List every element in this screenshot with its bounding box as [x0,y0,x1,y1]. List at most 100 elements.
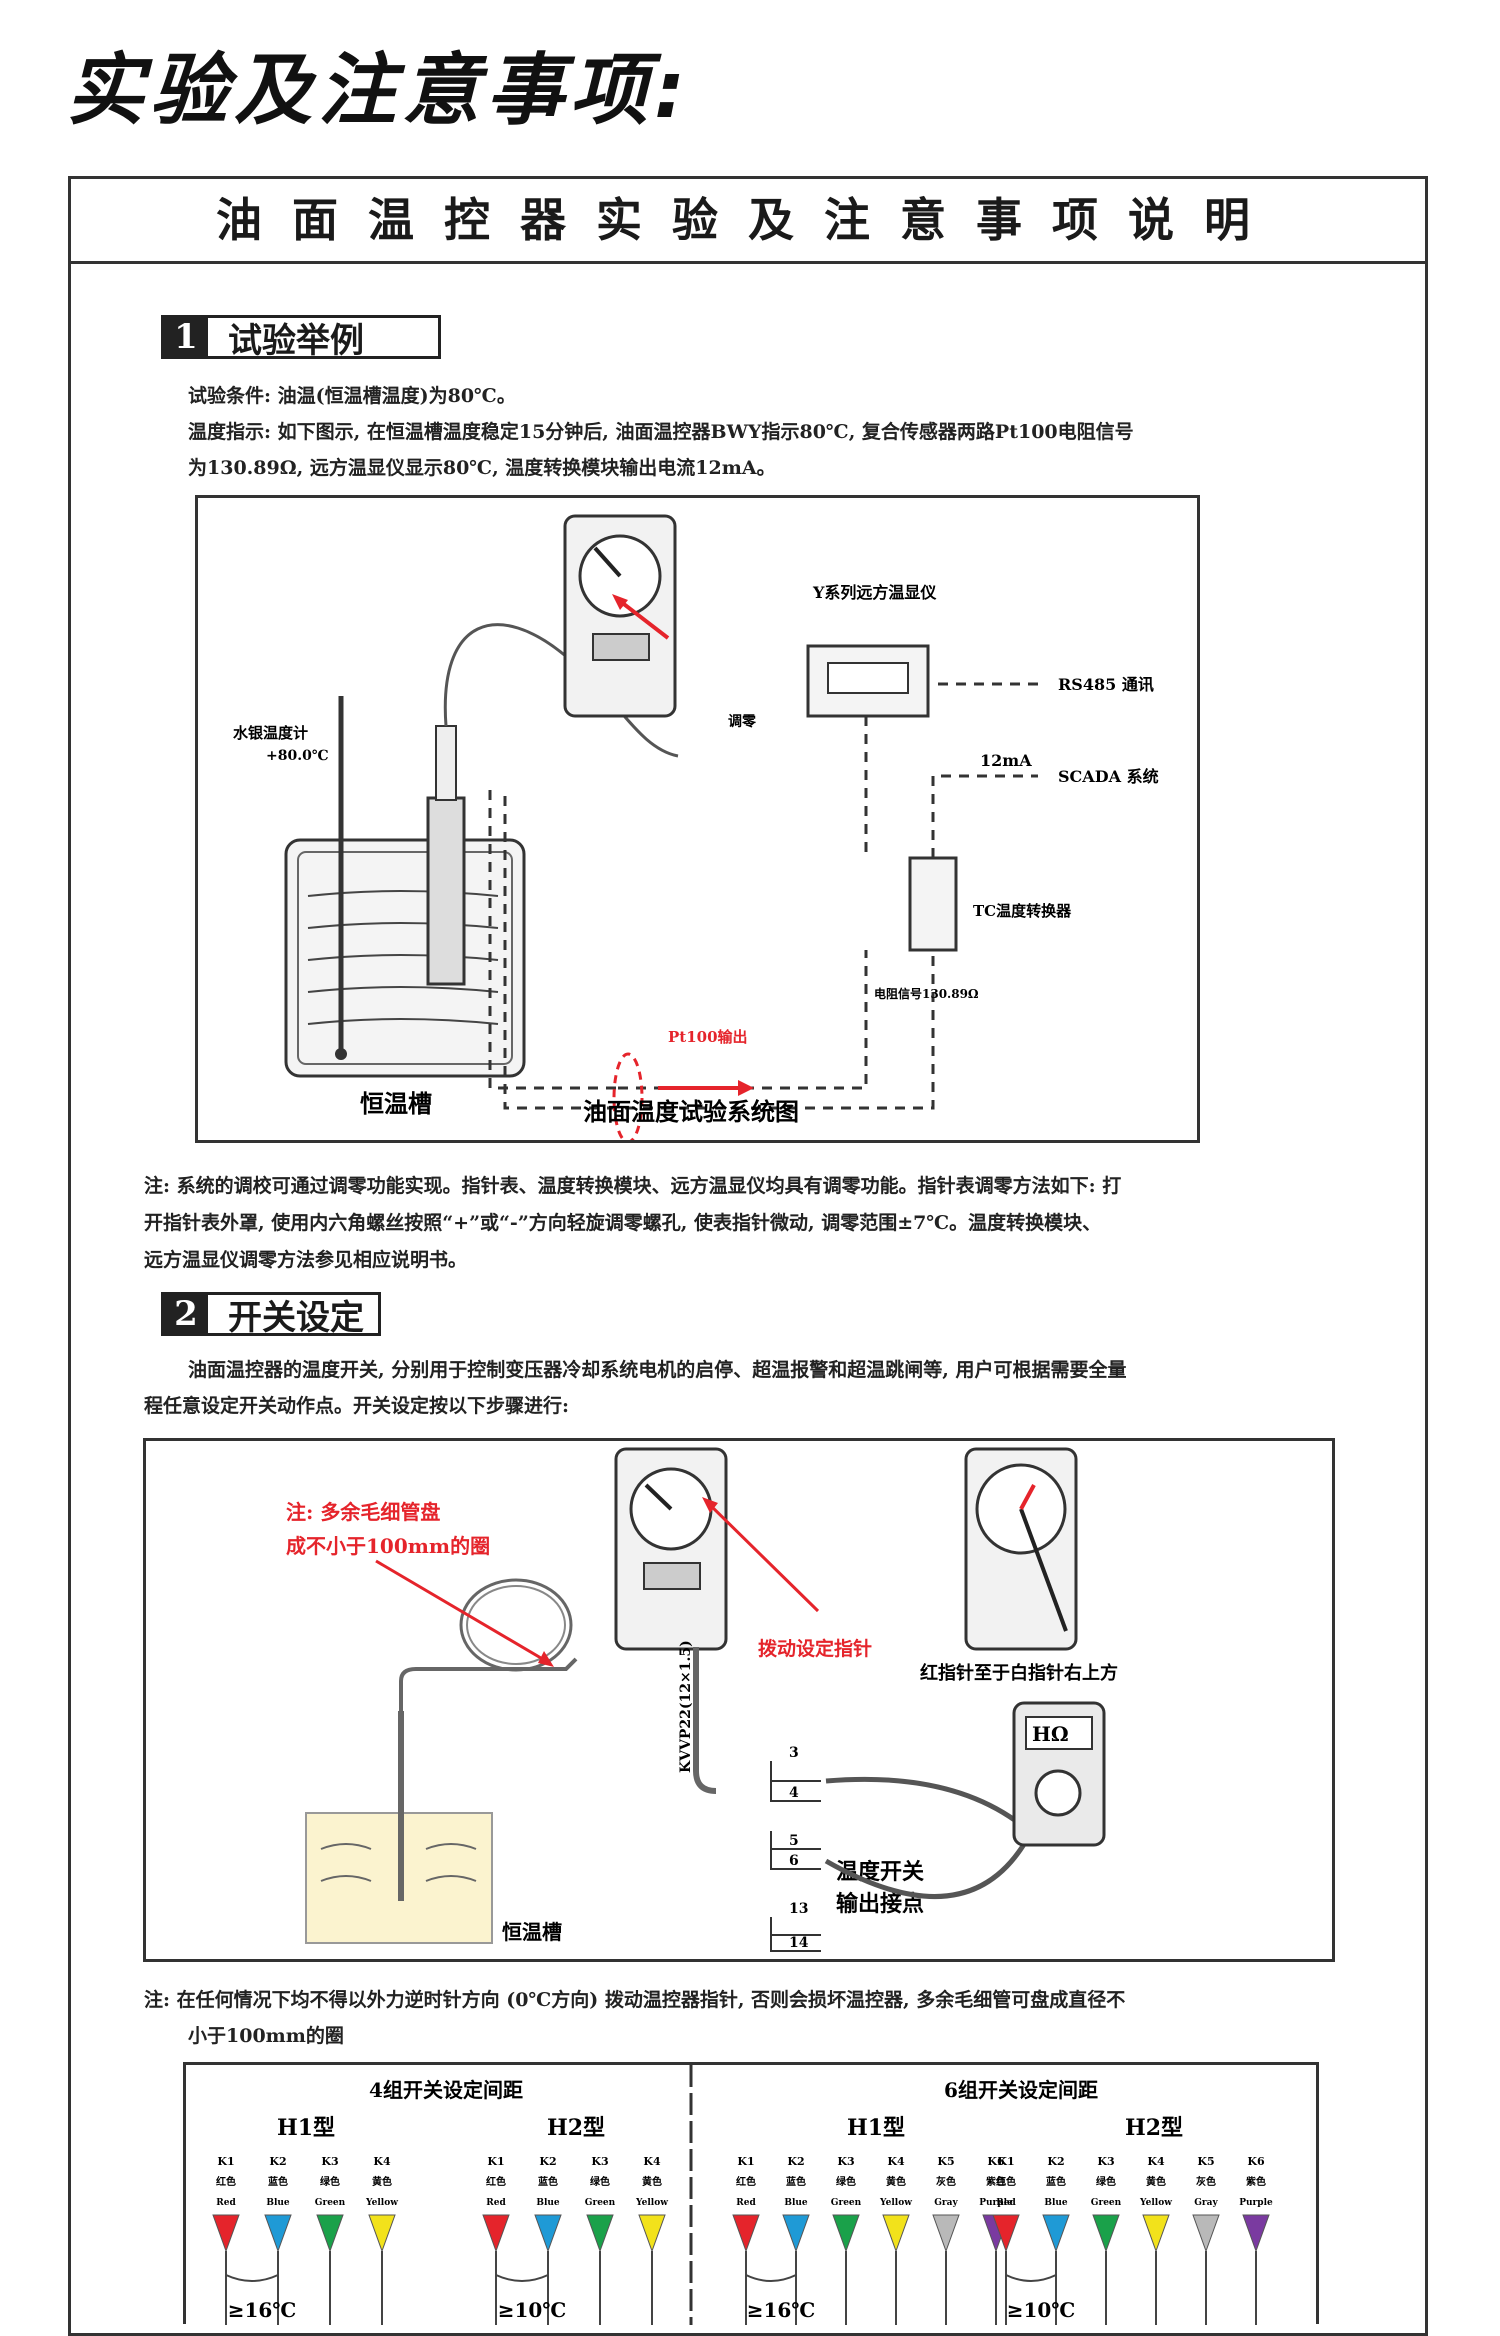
switch-pointer-marker [212,2214,240,2253]
switch-spacing-drawing: 4组开关设定间距 6组开关设定间距 H1型 K1 红色 Red K2 蓝色 Blue K3 绿色… [212,2065,1273,2325]
switch-bath-label: 恒温槽 [502,1920,562,1944]
current-label: 12mA [980,751,1032,770]
switch-color-cn: 蓝色 [538,2175,558,2188]
section-2-number: 2 [164,1294,208,1334]
test-system-diagram: Y系列远方温显仪 TC温度转换器 RS485 通讯 12mA SCADA 系统 … [195,495,1200,1144]
switch-color-en: Yellow [635,2198,668,2208]
switch-spacing-value: ≥16℃ [747,2298,816,2322]
switch-pointer-marker [264,2214,292,2253]
bath-label: 恒温槽 [360,1089,432,1118]
drag-pointer-label: 拨动设定指针 [758,1637,872,1660]
switch-id: K2 [787,2155,804,2168]
terminal-block [770,1761,821,1952]
pt100-arrow-head [738,1080,754,1096]
switch-color-en: Gray [934,2198,958,2208]
switch-groups: H1型 K1 红色 Red K2 蓝色 Blue K3 绿色 Green K4 黄色 Yellow ≥16… [212,2115,1273,2325]
switch-type-label: H2型 [547,2115,605,2141]
switch-color-en: Green [1091,2198,1122,2208]
switch-color-en: Red [996,2198,1016,2208]
four-group-title: 4组开关设定间距 [369,2078,523,2102]
scada-label: SCADA 系统 [1058,767,1159,786]
mercury-thermometer [335,696,347,1060]
diagram-1-caption: 油面温度试验系统图 [583,1097,799,1126]
switch-id: K2 [539,2155,556,2168]
switch-pointer-marker [316,2214,344,2253]
switch-id: K5 [937,2155,954,2168]
switch-type-label: H2型 [1125,2115,1183,2141]
temperature-converter-module: TC温度转换器 [908,856,1072,952]
switch-color-en: Gray [1194,2198,1218,2208]
switch-color-en: Yellow [1139,2198,1172,2208]
red-pointer-label: 红指针至于白指针右上方 [920,1662,1118,1684]
switch-color-cn: 紫色 [986,2175,1006,2188]
spacing-bracket [225,2274,279,2282]
switch-pointer-marker [882,2214,910,2253]
switch-color-cn: 蓝色 [786,2175,806,2188]
switch-pointer-marker [1042,2214,1070,2253]
terminal-13: 13 [789,1901,808,1917]
resistance-label: 电阻信号130.89Ω [874,986,979,1001]
capillary-note-line1: 注: 多余毛细管盘 [286,1500,440,1524]
switch-color-cn: 紫色 [1246,2175,1266,2188]
switch-type-label: H1型 [277,2115,335,2141]
switch-color-cn: 绿色 [1096,2175,1116,2188]
switch-color-cn: 灰色 [1196,2175,1216,2188]
section-1-indication-cont: 为130.89Ω, 远方温显仪显示80℃, 温度转换模块输出电流12mA。 [188,457,776,479]
switch-id: K1 [487,2155,504,2168]
six-group-title: 6组开关设定间距 [944,2078,1098,2102]
switch-pointer-marker [534,2214,562,2253]
switch-id: K4 [643,2155,661,2168]
switch-pointer-marker [638,2214,666,2253]
switch-color-en: Red [486,2198,506,2208]
switch-color-cn: 黄色 [372,2175,392,2188]
switch-bath [305,1657,578,1944]
thermometer-value: +80.0℃ [266,748,329,764]
switch-id: K1 [997,2155,1014,2168]
remote-temperature-display: Y系列远方温显仪 [806,583,937,718]
section-1-number: 1 [164,317,208,357]
switch-color-cn: 黄色 [886,2175,906,2188]
switch-color-en: Yellow [365,2198,398,2208]
switch-color-en: Red [216,2198,236,2208]
spacing-bracket [745,2274,797,2282]
pt100-label: Pt100输出 [668,1028,748,1046]
converter-label: TC温度转换器 [973,902,1072,920]
switch-pointer-marker [1242,2214,1270,2253]
switch-spacing-value: ≥16℃ [228,2298,297,2322]
switch-id: K4 [887,2155,905,2168]
document-title: 油面温控器实验及注意事项说明 [71,179,1425,264]
page-heading: 实验及注意事项: [66,46,692,136]
cable-label: KVVP22(12×1.5) [678,1640,694,1773]
switch-id: K3 [1097,2155,1114,2168]
section-2-intro-line1: 油面温控器的温度开关, 分别用于控制变压器冷却系统电机的启停、超温报警和超温跳闸… [188,1359,1127,1381]
switch-color-en: Purple [979,2198,1013,2208]
oil-temperature-gauge [563,514,677,718]
temperature-probe [426,623,679,986]
switch-pointer-marker [932,2214,960,2253]
switch-color-cn: 红色 [736,2175,756,2188]
section-1-note-line2: 开指针表外罩, 使用内六角螺丝按照“+”或“-”方向轻旋调零螺孔, 使表指针微动… [144,1212,1102,1234]
switch-color-en: Green [315,2198,346,2208]
switch-color-cn: 黄色 [1146,2175,1166,2188]
terminal-3: 3 [789,1745,799,1761]
switch-pointer-marker [1192,2214,1220,2253]
switch-id: K2 [1047,2155,1064,2168]
rs485-label: RS485 通讯 [1058,675,1154,694]
switch-pointer-marker [1142,2214,1170,2253]
switch-color-en: Green [831,2198,862,2208]
switch-color-cn: 蓝色 [1046,2175,1066,2188]
meter-display: HΩ [1032,1722,1069,1746]
remote-display-label: Y系列远方温显仪 [812,583,937,602]
switch-color-en: Blue [266,2198,290,2208]
section-2-intro-line2: 程任意设定开关动作点。开关设定按以下步骤进行: [144,1395,570,1417]
switch-spacing-value: ≥10℃ [498,2298,567,2322]
switch-id: K3 [321,2155,338,2168]
section-2-header: 2 开关设定 [161,1292,381,1338]
switch-id: K5 [1197,2155,1214,2168]
cable-line [693,1647,717,1794]
switch-color-en: Blue [1044,2198,1068,2208]
switch-color-en: Red [736,2198,756,2208]
switch-id: K3 [837,2155,854,2168]
switch-id: K4 [373,2155,391,2168]
section-1-condition: 试验条件: 油温(恒温槽温度)为80℃。 [188,385,516,407]
